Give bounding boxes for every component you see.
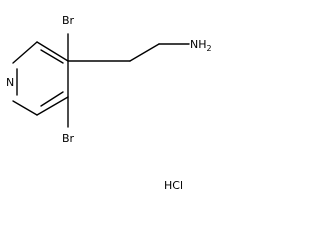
molecule-svg: N Br Br NH2 HCl xyxy=(6,14,211,192)
bond-c4-n xyxy=(12,100,38,116)
pyridine-ring xyxy=(12,41,69,116)
nitrogen-ring-label: N xyxy=(6,76,14,89)
bromine-bottom-label: Br xyxy=(62,132,75,145)
salt-label: HCl xyxy=(164,179,183,192)
amine-label: NH2 xyxy=(190,38,211,53)
bond-c3-c4 xyxy=(36,96,69,116)
amine-subscript: 2 xyxy=(207,44,212,53)
double-bond-inner-right xyxy=(40,91,64,107)
bond-n-c1 xyxy=(12,41,38,64)
bond-ch2-ch2 xyxy=(129,43,160,62)
amine-nh: NH xyxy=(190,38,207,51)
bond-c1-c2 xyxy=(36,41,69,62)
structure-diagram: N Br Br NH2 HCl xyxy=(6,14,211,192)
double-bond-inner-top xyxy=(40,49,64,64)
bromine-top-label: Br xyxy=(62,14,75,27)
